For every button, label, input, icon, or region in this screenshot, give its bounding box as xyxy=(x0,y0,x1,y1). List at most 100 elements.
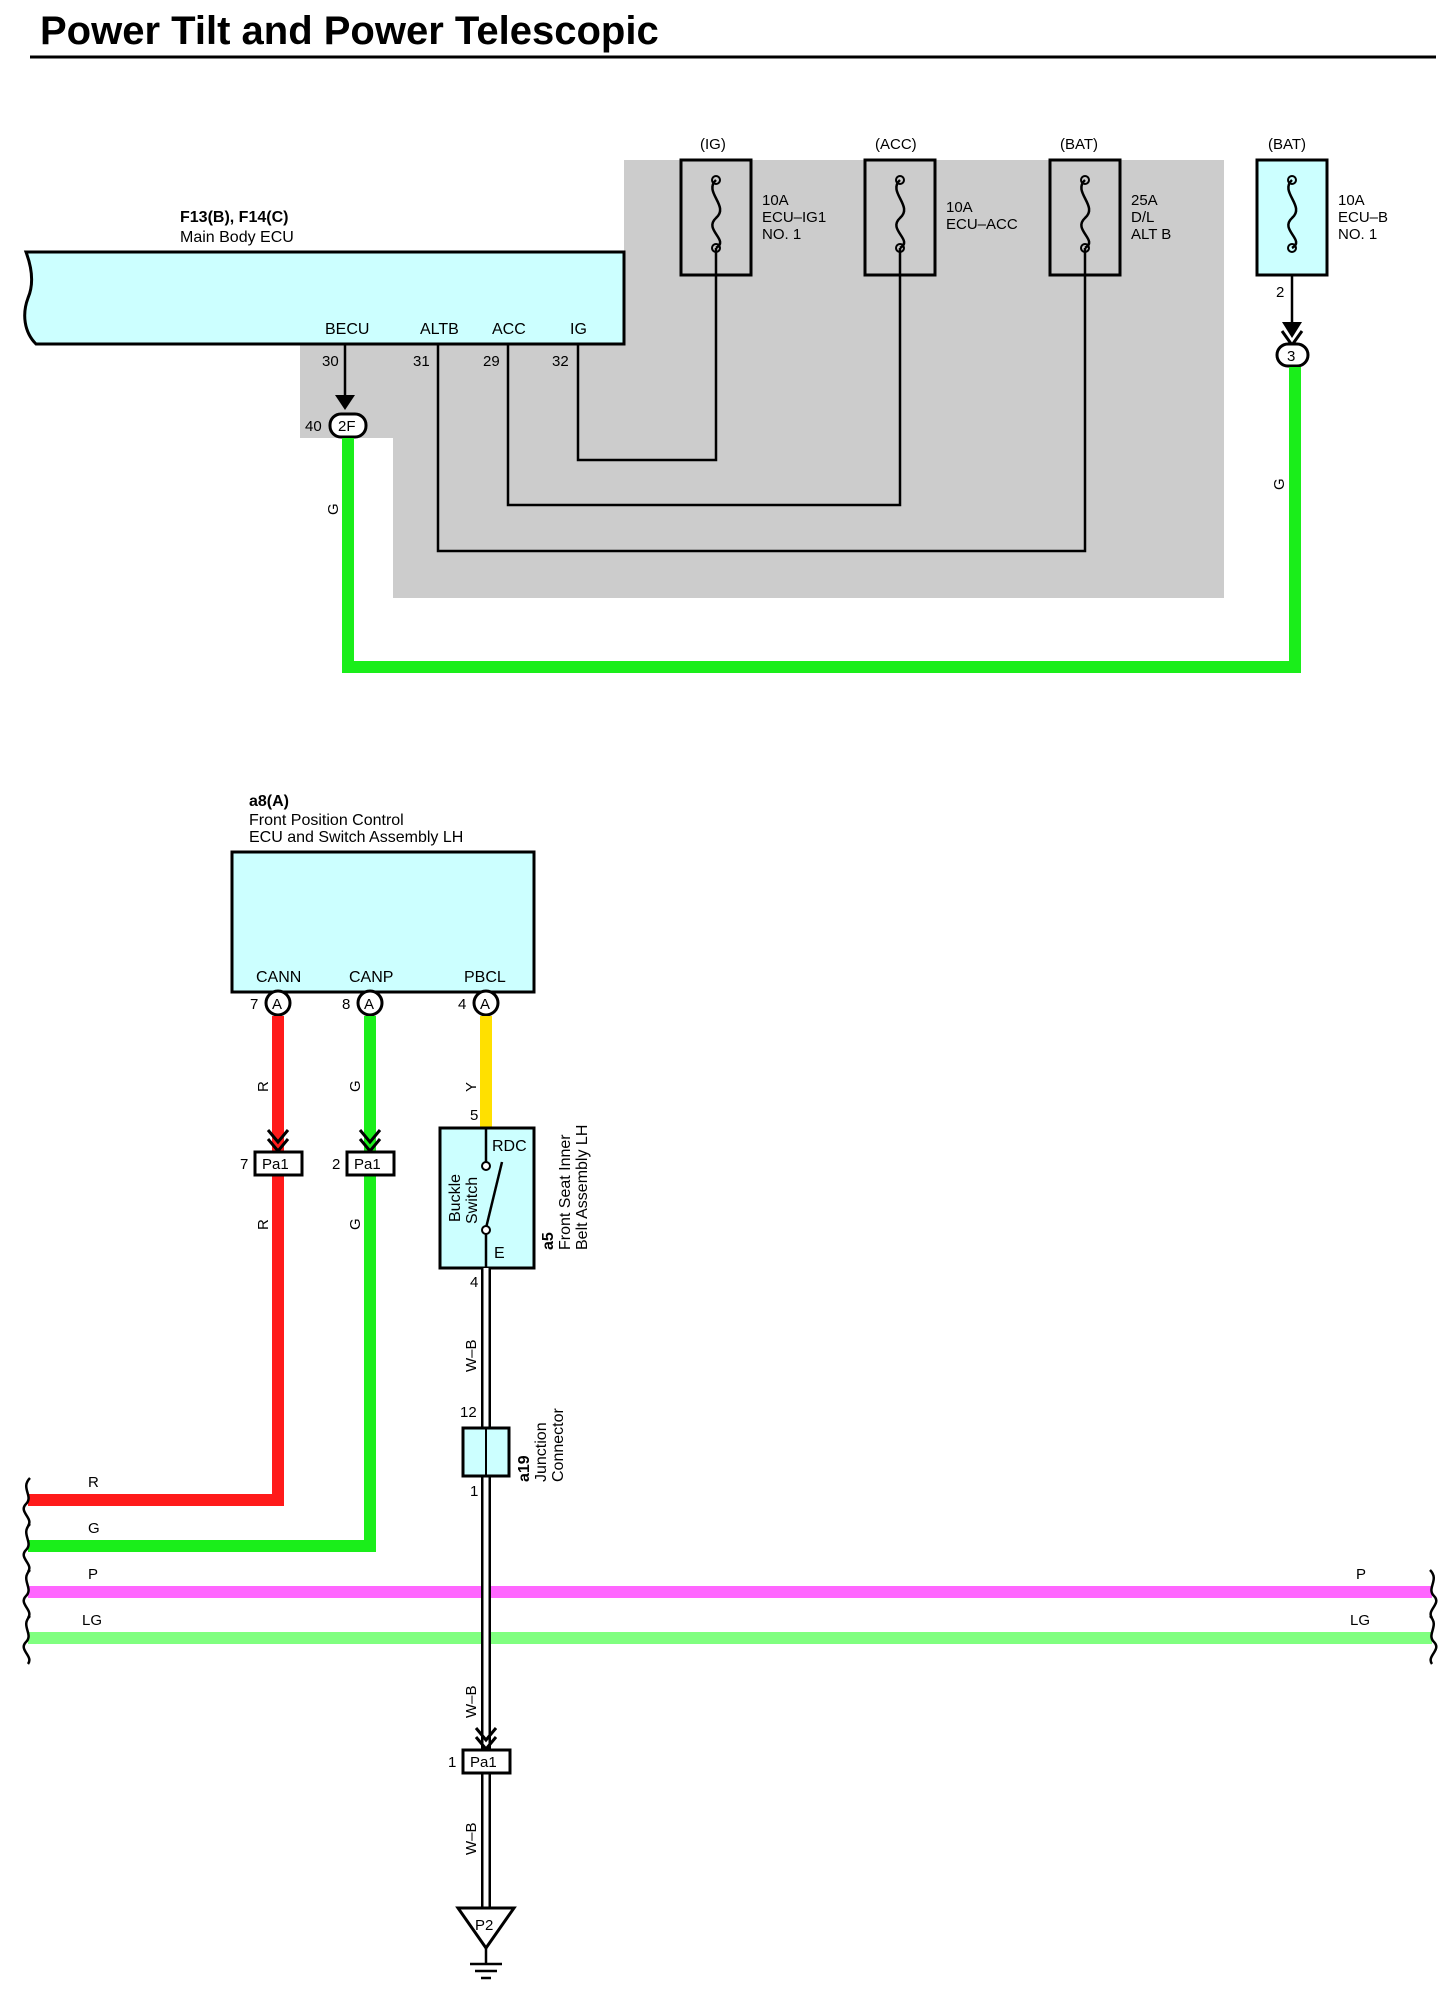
position-ecu-name-1: Front Position Control xyxy=(249,812,404,829)
wire-label-y: Y xyxy=(463,1082,480,1092)
fuse-source-label: (IG) xyxy=(700,136,726,153)
terminal-canp: CANP xyxy=(349,969,393,986)
fuse-dl-altb: (BAT) 25A D/L ALT B xyxy=(1048,136,1171,277)
svg-text:5: 5 xyxy=(470,1107,478,1124)
fuse-source-label: (BAT) xyxy=(1060,136,1098,153)
wire-label-r-2: R xyxy=(255,1219,272,1230)
svg-text:Buckle: Buckle xyxy=(447,1174,464,1222)
svg-text:Pa1: Pa1 xyxy=(354,1156,381,1173)
fuse-rating: 10A xyxy=(1338,192,1365,209)
wire-label-g-right: G xyxy=(1271,478,1288,490)
fuse-source-label: (ACC) xyxy=(875,136,917,153)
junction-name-2: Connector xyxy=(550,1408,567,1482)
connector-a-7: 7 A xyxy=(250,989,292,1017)
wire-label-wb-1: W–B xyxy=(463,1339,480,1372)
wire-label-g-3: G xyxy=(347,1080,364,1092)
buckle-switch-ref: a5 xyxy=(540,1232,557,1250)
position-ecu-ref: a8(A) xyxy=(249,793,289,810)
svg-text:7: 7 xyxy=(240,1156,248,1173)
svg-text:Pa1: Pa1 xyxy=(262,1156,289,1173)
bus-label-g: G xyxy=(88,1520,100,1537)
pa1-connector-g: Pa1 2 xyxy=(332,1129,396,1177)
junction-connector: 12 1 xyxy=(460,1404,511,1500)
junction-block-shading xyxy=(300,160,1224,598)
svg-text:A: A xyxy=(480,996,490,1013)
svg-text:8: 8 xyxy=(342,996,350,1013)
junction-ref: a19 xyxy=(516,1455,533,1482)
ecu-terminal-becu: BECU xyxy=(325,321,369,338)
fuse-name-1: D/L xyxy=(1131,209,1154,226)
connector-a-4: 4 A xyxy=(458,989,500,1017)
pa1-connector-r: Pa1 7 xyxy=(240,1129,304,1177)
ecu-pin-31: 31 xyxy=(413,353,430,370)
bus-label-p-right: P xyxy=(1356,1566,1366,1583)
main-body-ecu-box xyxy=(23,250,626,346)
svg-text:4: 4 xyxy=(470,1274,478,1291)
ecu-pin-32: 32 xyxy=(552,353,569,370)
fuse-ecu-ig1: (IG) 10A ECU–IG1 NO. 1 xyxy=(679,136,826,277)
arrow-head xyxy=(1282,322,1302,338)
connector-3-label: 3 xyxy=(1287,348,1295,365)
break-marks-right xyxy=(1429,1569,1438,1665)
wire-label-wb-2: W–B xyxy=(463,1685,480,1718)
main-ecu-name: Main Body ECU xyxy=(180,229,294,246)
connector-2f-pin: 40 xyxy=(305,418,322,435)
wire-label-r-1: R xyxy=(255,1081,272,1092)
svg-text:2: 2 xyxy=(332,1156,340,1173)
fuse-ecu-acc: (ACC) 10A ECU–ACC xyxy=(863,136,1018,277)
pa1-connector-wb: Pa1 1 xyxy=(448,1727,512,1775)
connector-2f xyxy=(328,412,368,439)
connector-2f-label: 2F xyxy=(338,418,356,435)
fuse-name-1: ECU–IG1 xyxy=(762,209,826,226)
svg-text:Switch: Switch xyxy=(464,1177,481,1224)
svg-text:A: A xyxy=(272,996,282,1013)
fuse-pin: 2 xyxy=(1276,284,1284,301)
fuse-rating: 25A xyxy=(1131,192,1158,209)
bus-label-r: R xyxy=(88,1474,99,1491)
connector-a-8: 8 A xyxy=(342,989,384,1017)
wire-g-canp xyxy=(28,1016,376,1552)
fuse-name-1: ECU–ACC xyxy=(946,216,1018,233)
fuse-ecu-b: (BAT) 10A ECU–B NO. 1 2 xyxy=(1255,136,1388,301)
fuse-source-label: (BAT) xyxy=(1268,136,1306,153)
bus-label-p-left: P xyxy=(88,1566,98,1583)
svg-text:A: A xyxy=(364,996,374,1013)
buckle-switch-name-1: Front Seat Inner xyxy=(557,1134,574,1250)
wire-label-wb-3: W–B xyxy=(463,1822,480,1855)
svg-text:1: 1 xyxy=(470,1483,478,1500)
svg-text:1: 1 xyxy=(448,1754,456,1771)
wire-ig xyxy=(576,248,718,462)
svg-text:4: 4 xyxy=(458,996,466,1013)
bus-label-lg-left: LG xyxy=(82,1612,102,1629)
ecu-terminal-altb: ALTB xyxy=(420,321,459,338)
position-ecu-name-2: ECU and Switch Assembly LH xyxy=(249,829,463,846)
svg-text:P2: P2 xyxy=(475,1917,493,1934)
wire-r-cann xyxy=(28,1016,284,1506)
svg-text:E: E xyxy=(494,1245,505,1262)
wire-acc xyxy=(506,248,902,507)
fuse-rating: 10A xyxy=(946,199,973,216)
junction-name-1: Junction xyxy=(533,1422,550,1482)
wire-label-g-left: G xyxy=(325,503,342,515)
fuse-name-2: NO. 1 xyxy=(1338,226,1377,243)
wire-label-g-4: G xyxy=(347,1218,364,1230)
fuse-name-1: ECU–B xyxy=(1338,209,1388,226)
wire-g-loop xyxy=(342,367,1301,673)
fuse-rating: 10A xyxy=(762,192,789,209)
connector-3 xyxy=(1275,342,1310,368)
ecu-pin-30: 30 xyxy=(322,353,339,370)
svg-text:12: 12 xyxy=(460,1404,477,1421)
fuse-name-2: ALT B xyxy=(1131,226,1171,243)
ground-symbol: P2 xyxy=(455,1906,517,1980)
svg-text:Pa1: Pa1 xyxy=(470,1754,497,1771)
main-ecu-ref: F13(B), F14(C) xyxy=(180,209,288,226)
terminal-cann: CANN xyxy=(256,969,301,986)
ecu-terminal-ig: IG xyxy=(570,321,587,338)
svg-text:RDC: RDC xyxy=(492,1138,527,1155)
bus-label-lg-right: LG xyxy=(1350,1612,1370,1629)
buckle-switch: 5 RDC E Buckle Switch 4 xyxy=(438,1107,536,1291)
buckle-switch-name-2: Belt Assembly LH xyxy=(574,1125,591,1250)
ecu-pin-29: 29 xyxy=(483,353,500,370)
fuse-name-2: NO. 1 xyxy=(762,226,801,243)
